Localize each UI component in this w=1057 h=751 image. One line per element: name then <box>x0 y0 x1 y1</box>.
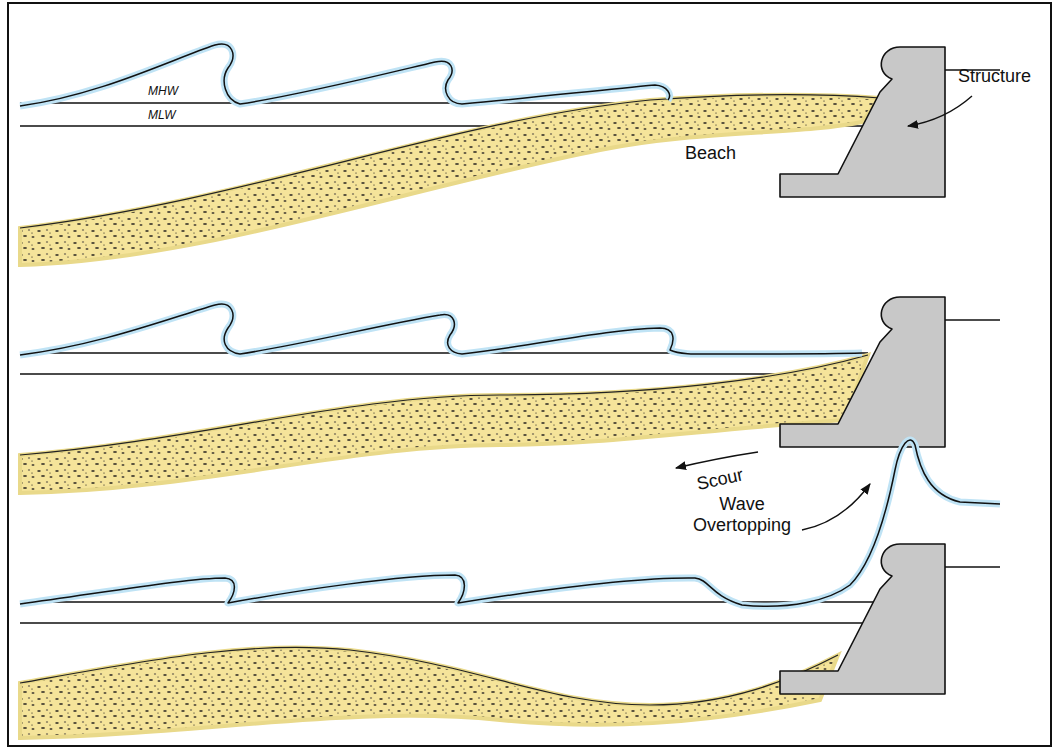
wave-glow <box>20 440 1000 606</box>
scour-arrow <box>676 452 758 468</box>
overtopping-arrow <box>802 484 870 530</box>
wave-profile <box>20 44 669 106</box>
tide-label: MHW <box>148 85 178 99</box>
process-label: Wave Overtopping <box>686 494 798 535</box>
beach-sand <box>20 647 838 738</box>
panel-high-beach <box>20 44 1000 265</box>
panel-scour <box>20 297 1000 493</box>
frame <box>8 3 1051 746</box>
wave-glow <box>20 304 862 355</box>
process-label: Scour <box>695 464 745 494</box>
wave-profile <box>20 440 1000 606</box>
beach-sand <box>20 95 880 265</box>
part-label: Beach <box>685 143 736 164</box>
part-label: Structure <box>958 66 1031 87</box>
wave-profile <box>20 304 862 355</box>
panel-overtopping <box>20 440 1000 738</box>
tide-label: MLW <box>148 109 176 123</box>
seawall <box>780 544 1000 694</box>
leader-arrow <box>908 96 972 126</box>
wave-glow <box>20 44 669 106</box>
seawall <box>780 297 1000 447</box>
